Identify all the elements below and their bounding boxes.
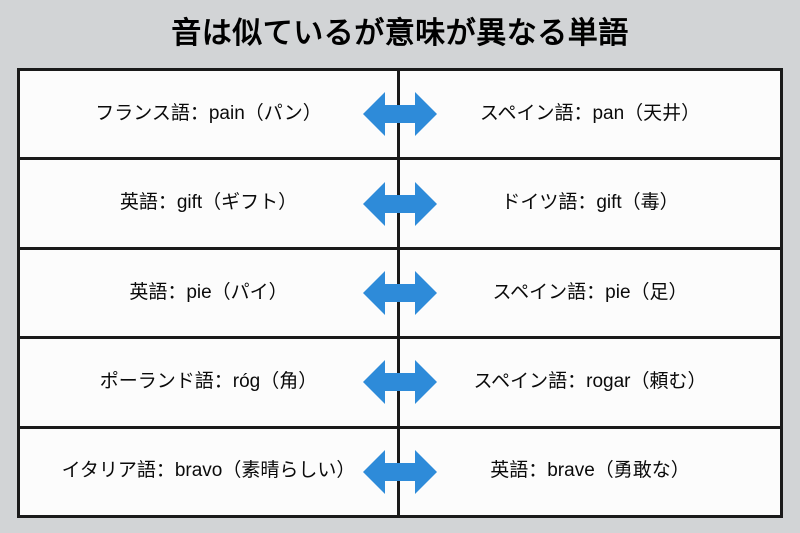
word-pair-right: スペイン語：pan（天井） [479, 102, 701, 124]
page-title: 音は似ているが意味が異なる単語 [171, 17, 629, 50]
word-pairs-table: フランス語：pain（パン） スペイン語：pan（天井） 英語：gift（ギフト… [17, 68, 783, 518]
table-row: フランス語：pain（パン） スペイン語：pan（天井） [20, 71, 780, 161]
word-pair-left: イタリア語：bravo（素晴らしい） [20, 428, 400, 516]
word-pair-right: スペイン語：rogar（頼む） [473, 371, 707, 393]
table-row: イタリア語：bravo（素晴らしい） 英語：brave（勇敢な） [20, 428, 780, 516]
word-pair-right: 英語：brave（勇敢な） [490, 460, 690, 482]
word-pair-left: 英語：gift（ギフト） [20, 160, 400, 247]
word-pair-left: フランス語：pain（パン） [20, 71, 400, 158]
word-pair-right: スペイン語：pie（足） [492, 281, 688, 303]
table-row: 英語：gift（ギフト） ドイツ語：gift（毒） [20, 160, 780, 250]
table-row: 英語：pie（パイ） スペイン語：pie（足） [20, 249, 780, 340]
word-pair-left: ポーランド語：róg（角） [20, 339, 400, 426]
table-row: ポーランド語：róg（角） スペイン語：rogar（頼む） [20, 339, 780, 429]
word-pair-right: ドイツ語：gift（毒） [501, 192, 679, 214]
word-pair-left: 英語：pie（パイ） [20, 249, 400, 337]
